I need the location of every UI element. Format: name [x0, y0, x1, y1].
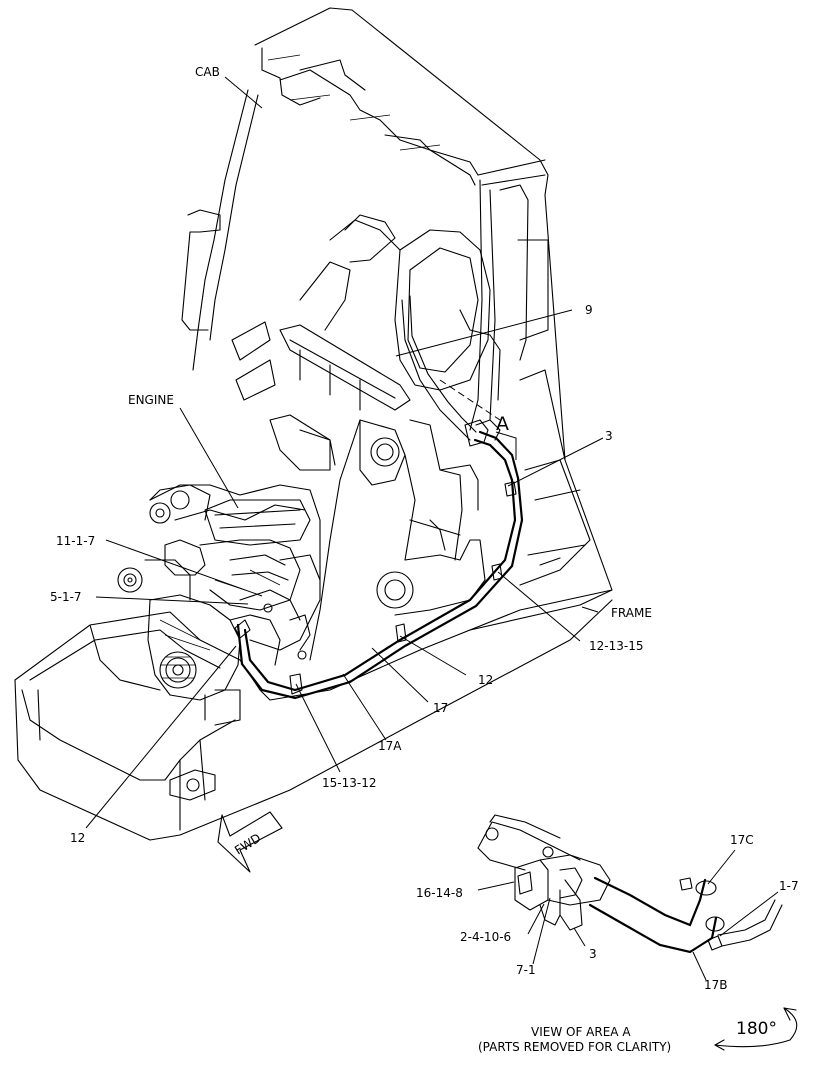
detail-view-a: [477, 814, 783, 954]
detail-callout-7-1: 7-1: [516, 963, 536, 977]
callout-12-right: 12: [478, 673, 493, 687]
hose-routing: [234, 295, 524, 700]
detail-caption-line1: VIEW OF AREA A: [531, 1025, 631, 1039]
cab-structure: [181, 7, 613, 631]
detail-caption-line2: (PARTS REMOVED FOR CLARITY): [478, 1040, 671, 1054]
frame-counterweight: [14, 589, 613, 841]
rotation-label: 180°: [736, 1019, 777, 1039]
fwd-label: FWD: [232, 831, 263, 858]
callout-9: 9: [585, 303, 593, 317]
detail-callout-16-14-8: 16-14-8: [416, 886, 463, 900]
callout-12-left: 12: [70, 831, 85, 845]
engine-assembly: [117, 484, 321, 701]
detail-callout-17b: 17B: [704, 978, 728, 992]
area-a-label: A: [496, 413, 509, 435]
callout-12-13-15: 12-13-15: [589, 639, 643, 653]
leader-lines: [85, 76, 779, 981]
callout-15-13-12: 15-13-12: [322, 776, 376, 790]
rear-housing: [231, 214, 501, 661]
detail-callout-3: 3: [589, 947, 597, 961]
engine-label: ENGINE: [128, 393, 174, 407]
callout-11-1-7: 11-1-7: [56, 534, 95, 548]
callout-17: 17: [433, 701, 448, 715]
callout-labels: CAB ENGINE 9 A 3 11-1-7 5-1-7 FRAME 12-1…: [50, 65, 799, 1054]
callout-5-1-7: 5-1-7: [50, 590, 82, 604]
detail-callout-1-7: 1-7: [779, 879, 799, 893]
callout-17a: 17A: [378, 739, 402, 753]
frame-label: FRAME: [611, 606, 652, 620]
fwd-arrow: FWD: [217, 811, 283, 873]
callout-3: 3: [605, 429, 613, 443]
detail-callout-2-4-10-6: 2-4-10-6: [460, 930, 511, 944]
detail-callout-17c: 17C: [730, 833, 754, 847]
rotation-symbol: [714, 1007, 798, 1051]
cab-label: CAB: [195, 65, 220, 79]
